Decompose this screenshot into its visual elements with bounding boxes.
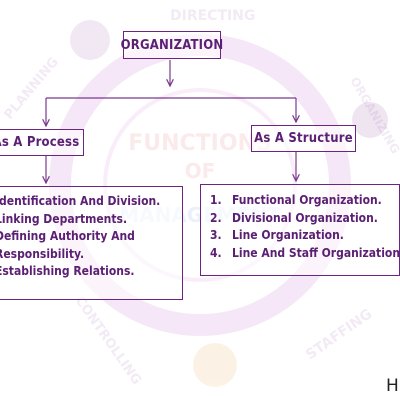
structure-item-number: 2. xyxy=(210,210,222,225)
structure-item-number: 1. xyxy=(210,193,222,207)
corner-text: H xyxy=(386,376,399,396)
structure-item-text: Line Organization. xyxy=(232,228,344,242)
root-node-label: ORGANIZATION xyxy=(120,37,224,53)
structure-list-box: 1. Functional Organization. 2. Divisional … xyxy=(200,184,400,276)
structure-item: 1. Functional Organization. xyxy=(210,192,399,210)
structure-item: 2. Divisional Organization. xyxy=(210,210,399,228)
structure-item-text: Divisional Organization. xyxy=(232,210,378,225)
process-item: Establishing Relations. xyxy=(0,264,135,278)
structure-item: 4. Line And Staff Organization. xyxy=(210,245,400,263)
structure-item-text: Functional Organization. xyxy=(232,193,382,207)
process-item: Linking Departments. xyxy=(0,211,128,226)
structure-item-number: 4. xyxy=(210,245,222,260)
process-node: As A Process xyxy=(0,129,84,156)
process-item: Responsibility. xyxy=(0,246,85,261)
process-item: Identification And Division. xyxy=(0,194,161,208)
structure-node-label: As A Structure xyxy=(254,131,353,146)
process-node-label: As A Process xyxy=(0,135,80,150)
root-node: ORGANIZATION xyxy=(120,31,224,59)
structure-item-number: 3. xyxy=(210,228,222,242)
process-list-box: Identification And Division. Linking Dep… xyxy=(0,186,183,300)
structure-item-text: Line And Staff Organization. xyxy=(232,245,400,260)
structure-node: As A Structure xyxy=(251,125,356,152)
process-item: Defining Authority And xyxy=(0,229,135,243)
structure-item: 3. Line Organization. xyxy=(210,227,399,245)
